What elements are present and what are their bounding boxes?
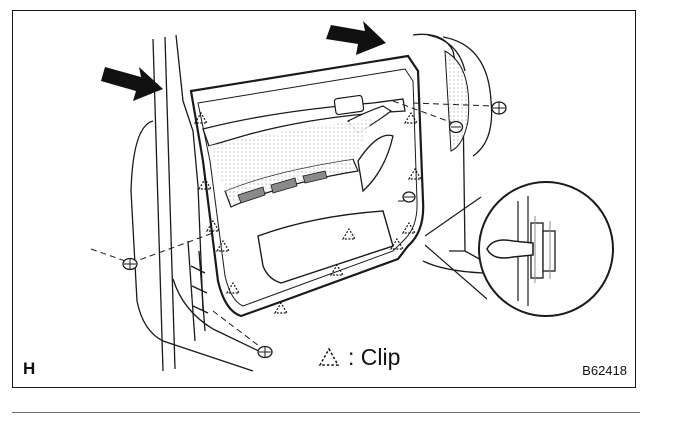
screw-icon <box>122 257 138 271</box>
figure-frame: : Clip H B62418 <box>12 10 636 388</box>
clip-marker <box>205 219 221 232</box>
clip-marker <box>407 167 423 180</box>
figure-id: B62418 <box>582 363 627 378</box>
arrow-icon <box>101 67 163 101</box>
clip-marker <box>329 263 345 276</box>
clip-markers <box>193 111 423 314</box>
clip-marker <box>403 111 419 124</box>
mirror-blob <box>444 50 470 152</box>
clip-marker <box>197 177 213 190</box>
clip-detail-callout <box>424 181 614 317</box>
clip-triangle-icon <box>318 347 340 366</box>
screw-icon <box>448 120 464 134</box>
page-divider <box>12 412 640 413</box>
clip-marker <box>273 301 289 314</box>
door-trim-illustration <box>90 21 614 372</box>
screw-icon <box>402 191 416 203</box>
clip-marker <box>193 111 209 124</box>
view-label: H <box>23 359 36 378</box>
clip-marker <box>225 281 241 294</box>
clip-marker <box>401 221 417 234</box>
screw-icon <box>257 345 273 359</box>
screws <box>122 101 507 359</box>
clip-marker <box>389 237 405 250</box>
door-trim-panel <box>189 54 425 318</box>
screw-icon <box>491 101 507 115</box>
door-frame <box>130 34 264 372</box>
clip-marker <box>215 239 231 252</box>
arrow-icon <box>326 21 386 55</box>
body-pillar <box>412 33 493 274</box>
clip-legend-text: : Clip <box>348 343 401 370</box>
clip-marker <box>341 227 357 240</box>
clip-legend: : Clip <box>318 343 400 371</box>
